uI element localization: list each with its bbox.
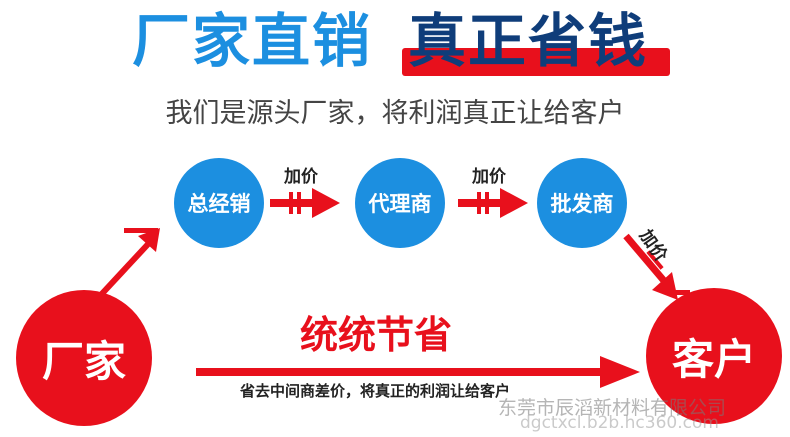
node-agent: 代理商 <box>355 158 445 248</box>
headline-part1: 厂家直销 <box>132 7 373 75</box>
savings-title: 统统节省 <box>300 313 453 357</box>
customer-circle: 客户 <box>646 288 782 424</box>
watermark-url: dgctxcl.b2b.hc360.com <box>520 413 719 433</box>
markup-label-1: 加价 <box>284 167 318 187</box>
watermark-company: 东莞市辰滔新材料有限公司 <box>498 397 727 419</box>
arrow-factory-to-customer <box>196 356 640 388</box>
headline-part2: 真正省钱 <box>408 7 649 75</box>
node-wholesaler: 批发商 <box>537 158 627 248</box>
arrow-factory-to-distributor <box>95 228 160 301</box>
markup-arrow-3 <box>623 233 690 300</box>
node-general-distributor: 总经销 <box>174 158 264 248</box>
markup-arrow-1 <box>270 188 340 218</box>
savings-description: 省去中间商差价，将真正的利润让给客户 <box>240 382 511 400</box>
headline-underline-bar <box>402 48 670 76</box>
factory-circle: 厂家 <box>16 290 152 426</box>
headline: 厂家直销 真正省钱 <box>0 6 790 76</box>
markup-arrow-2 <box>458 188 528 218</box>
tagline: 我们是源头厂家，将利润真正让给客户 <box>165 98 625 129</box>
markup-label-2: 加价 <box>472 167 506 187</box>
